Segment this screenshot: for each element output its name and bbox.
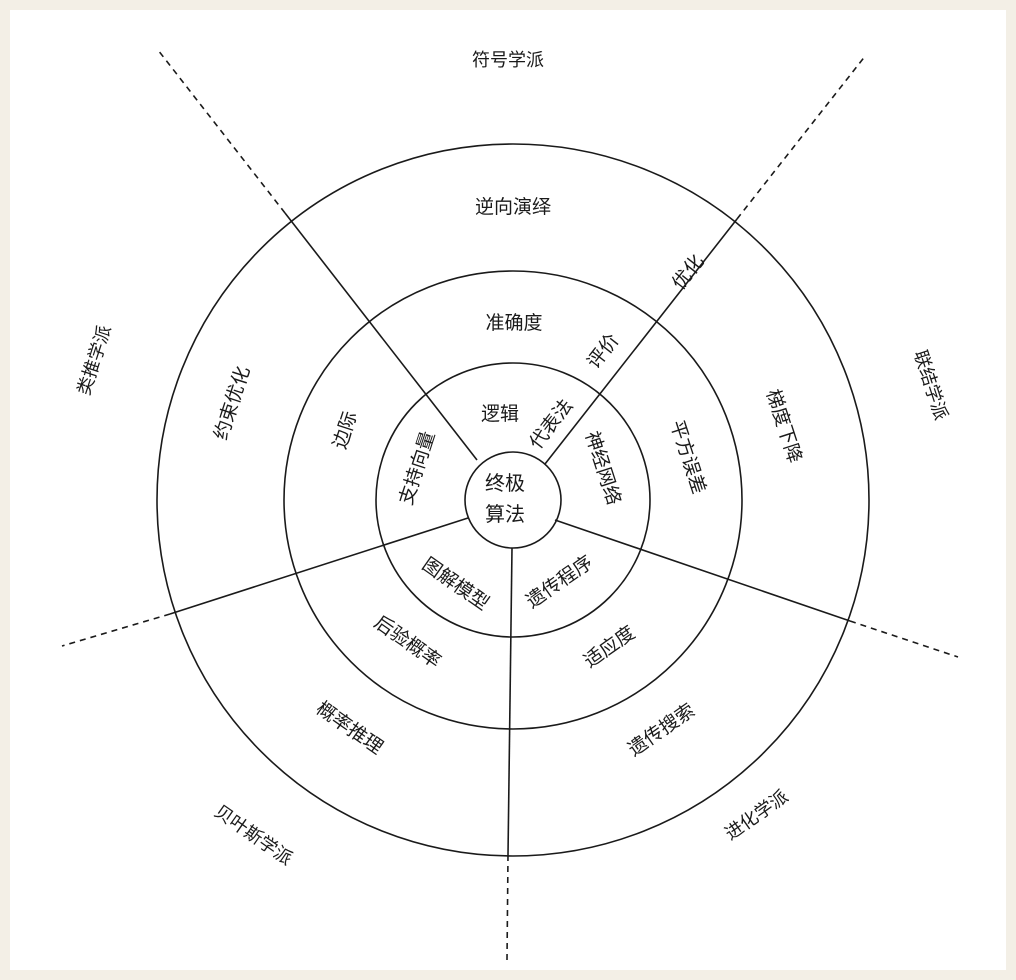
label-genetic-search: 遗传搜索 <box>624 699 699 761</box>
label-graphical-models: 图解模型 <box>418 553 493 615</box>
label-gradient-descent: 梯度下降 <box>761 387 805 466</box>
core-label-line1: 终极 <box>485 471 525 495</box>
ring-name-optimization: 优化 <box>668 251 709 295</box>
divider-symbolist-connectionist <box>544 218 738 465</box>
label-neural-networks: 神经网络 <box>580 429 624 508</box>
dash-connectionist-evolutionary <box>849 620 959 658</box>
label-genetic-programs: 遗传程序 <box>522 551 597 613</box>
label-support-vectors: 支持向量 <box>395 429 439 508</box>
label-constrained-optimization: 约束优化 <box>210 364 254 443</box>
label-inverse-deduction: 逆向演绎 <box>475 196 551 218</box>
optimization-ring <box>156 143 870 857</box>
dash-evolutionary-bayesian <box>506 854 509 961</box>
divider-symbolist-analogizer <box>284 212 478 461</box>
divider-evolutionary-bayesian <box>507 547 513 856</box>
ring-name-representation: 代表法 <box>525 395 577 453</box>
school-symbolists: 符号学派 <box>472 50 544 71</box>
label-squared-error: 平方误差 <box>665 418 709 497</box>
dash-symbolist-analogizer <box>157 49 286 214</box>
evaluation-ring <box>283 270 743 730</box>
label-probabilistic-inference: 概率推理 <box>312 697 387 759</box>
core-circle <box>464 451 562 549</box>
school-analogizers: 类推学派 <box>74 323 116 398</box>
ring-name-evaluation: 评价 <box>583 330 624 374</box>
label-accuracy: 准确度 <box>485 312 542 334</box>
label-posterior-probability: 后验概率 <box>370 611 445 673</box>
divider-bayesian-analogizer <box>169 517 469 615</box>
school-evolutionaries: 进化学派 <box>721 786 792 844</box>
core-label-line2: 算法 <box>485 502 525 526</box>
divider-connectionist-evolutionary <box>554 519 851 622</box>
dash-symbolist-connectionist <box>736 54 867 220</box>
representation-ring <box>375 362 651 638</box>
school-connectionists: 联结学派 <box>909 348 951 423</box>
label-margin: 边际 <box>329 409 362 452</box>
label-fitness: 适应度 <box>580 622 639 673</box>
label-logic: 逻辑 <box>481 403 519 425</box>
school-bayesians: 贝叶斯学派 <box>210 801 296 870</box>
dash-bayesian-analogizer <box>61 613 171 647</box>
